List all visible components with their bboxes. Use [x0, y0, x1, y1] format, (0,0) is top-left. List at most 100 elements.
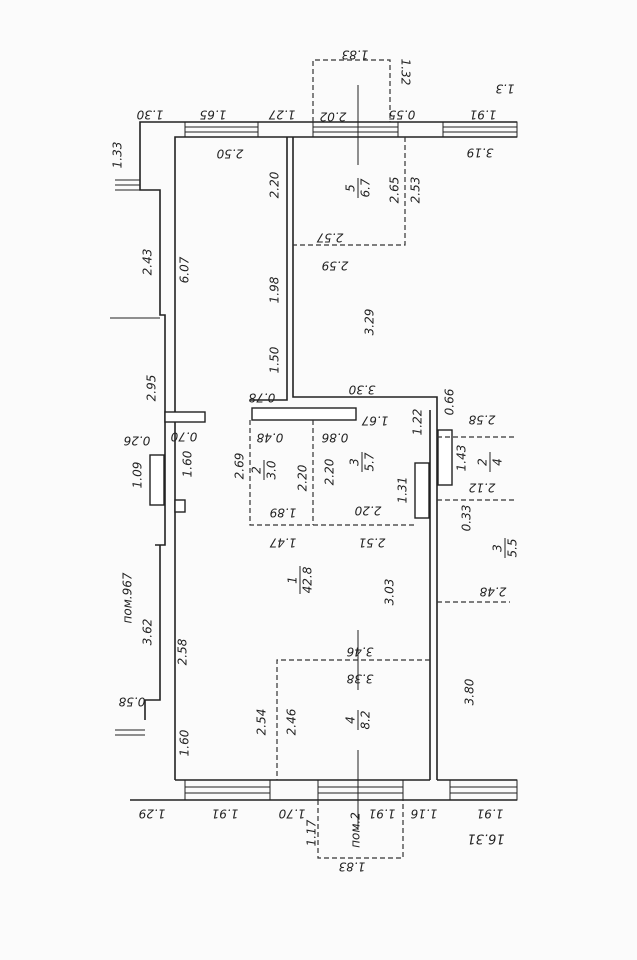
- dim: 6.07: [178, 256, 192, 283]
- dim: 1.98: [268, 276, 282, 303]
- window: [317, 779, 404, 801]
- dim: 2.95: [145, 375, 159, 402]
- dim: 2.20: [323, 458, 337, 485]
- dim: 3.46: [346, 645, 373, 659]
- partition: [251, 407, 357, 421]
- dim: 2.54: [255, 709, 269, 736]
- dim: 1.31: [396, 477, 410, 504]
- dim: 1.27: [268, 108, 295, 122]
- dim: 0.66: [443, 388, 457, 415]
- dim: 3.38: [346, 672, 373, 686]
- room-number: 2: [476, 458, 490, 466]
- dim: 3.19: [467, 146, 494, 160]
- dim: 1.91: [477, 807, 504, 821]
- wall-stub: [164, 411, 206, 423]
- dim: 1.91: [212, 807, 239, 821]
- dim: 3.62: [141, 619, 155, 646]
- dim: 0.55: [389, 108, 416, 122]
- dim: 1.30: [136, 108, 163, 122]
- door-niche: [414, 462, 430, 519]
- window: [449, 779, 518, 801]
- dim: 2.48: [479, 585, 506, 599]
- dim: 0.48: [256, 431, 283, 445]
- dim: 2.12: [469, 481, 496, 495]
- entry-steps: [110, 179, 160, 736]
- dim: 2.57: [316, 231, 343, 245]
- dim: 1.67: [361, 414, 388, 428]
- dim: 3.29: [363, 309, 377, 336]
- dim: 2.20: [354, 504, 381, 518]
- room-area: 3.0: [265, 460, 279, 479]
- dim: 1.32: [399, 59, 413, 86]
- window: [184, 121, 259, 138]
- room-number: 3: [491, 544, 505, 552]
- dim: 3.80: [463, 678, 477, 705]
- dim: 1.70: [278, 807, 305, 821]
- room-area: 5.7: [363, 452, 377, 471]
- dim: 0.26: [123, 434, 150, 448]
- dim: 1.09: [131, 462, 145, 489]
- dim: 0.70: [170, 430, 197, 444]
- dim: 2.46: [285, 708, 299, 735]
- room-area: 8.2: [359, 710, 373, 729]
- dim: 2.58: [176, 638, 190, 665]
- dim: 1.50: [268, 346, 282, 373]
- dim: 3.03: [383, 579, 397, 606]
- dim: 1.16: [410, 807, 437, 821]
- dim: 2.69: [233, 453, 247, 480]
- dim: 0.58: [118, 695, 145, 709]
- dim: 1.17: [305, 819, 319, 846]
- window: [312, 121, 399, 138]
- dim: 1.22: [411, 409, 425, 436]
- room-area: 6.7: [359, 178, 373, 197]
- neighbor-left-label: пом.967: [121, 572, 135, 623]
- annotations: пом.967 пом.2: [121, 572, 363, 848]
- neighbor-bottom-label: пом.2: [349, 812, 363, 848]
- dashed-zones: [249, 59, 517, 859]
- dim: 2.51: [359, 536, 386, 550]
- dim: 16.31: [467, 831, 504, 846]
- dim: 1.91: [369, 807, 396, 821]
- dimension-labels: 1.30 1.65 1.27 2.02 0.55 1.91 1.83 1.32 …: [111, 48, 515, 874]
- dim: 3.30: [348, 383, 375, 397]
- room-number: 1: [286, 576, 300, 584]
- window-niche: [149, 454, 165, 506]
- room-area: 5.5: [506, 538, 520, 557]
- dim: 1.33: [111, 142, 125, 169]
- dim: 1.60: [178, 729, 192, 756]
- dim: 2.43: [141, 249, 155, 276]
- dim: 0.33: [460, 505, 474, 532]
- window: [442, 121, 518, 138]
- dim: 1.65: [200, 108, 227, 122]
- room-area: 42.8: [301, 566, 315, 593]
- dim: 1.83: [342, 48, 369, 62]
- dim: 2.65: [388, 177, 402, 204]
- dim: 1.91: [470, 108, 497, 122]
- dim: 1.60: [181, 450, 195, 477]
- dim: 0.86: [321, 431, 348, 445]
- window: [184, 779, 271, 801]
- dim: 1.47: [269, 536, 296, 550]
- dim: 1.43: [455, 445, 469, 472]
- dim: 1.83: [339, 860, 366, 874]
- dim: 1.89: [270, 506, 297, 520]
- column: [174, 499, 186, 513]
- dim: 2.58: [468, 413, 495, 427]
- dim: 2.20: [268, 171, 282, 198]
- room-number: 5: [344, 184, 358, 192]
- room-number: 4: [344, 716, 358, 724]
- dim: 0.78: [248, 391, 275, 405]
- dim: 2.50: [216, 147, 243, 161]
- dim: 1.29: [139, 807, 166, 821]
- room-area: 4: [491, 458, 505, 466]
- dim: 1.3: [495, 82, 514, 96]
- room-number: 2: [250, 466, 264, 474]
